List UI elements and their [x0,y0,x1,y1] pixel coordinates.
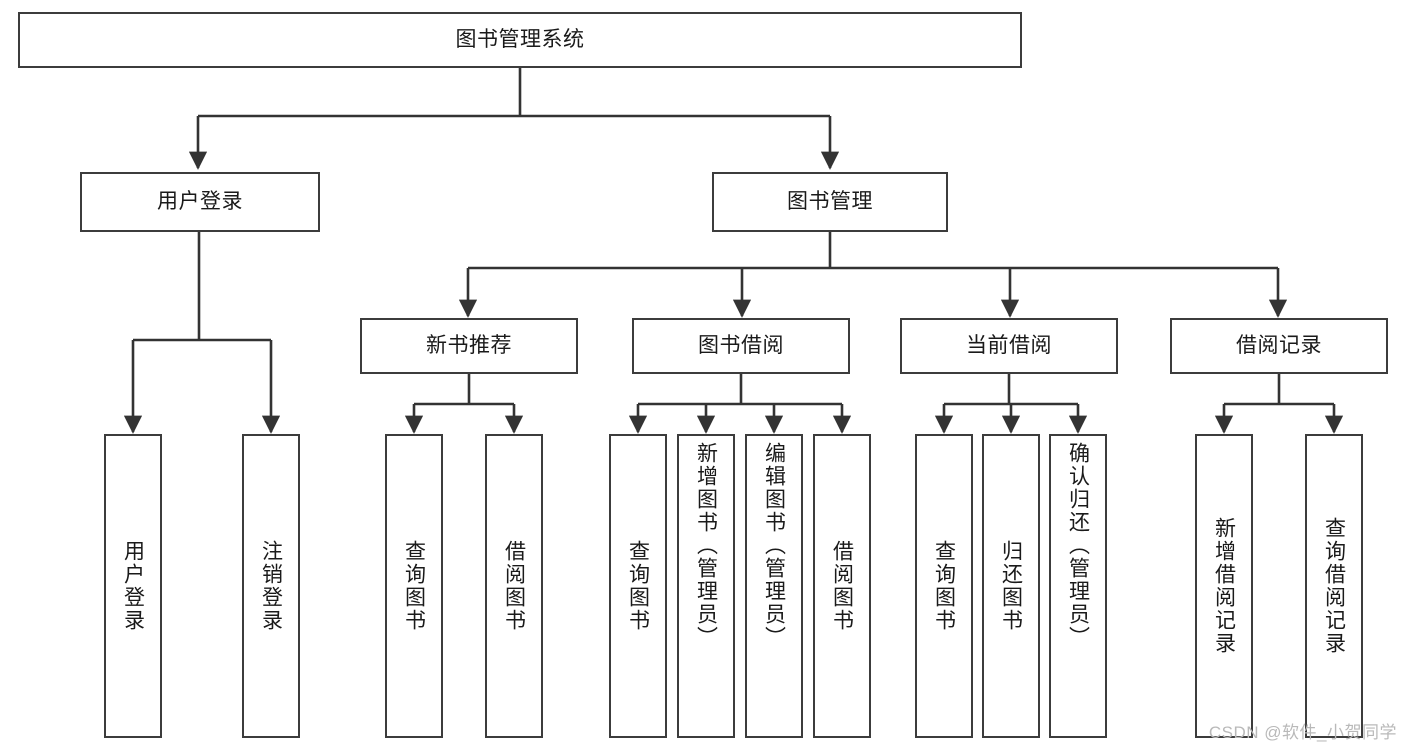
node-leaf-logout-label: 注销登录 [259,540,283,632]
node-leaf-query-book-2[interactable]: 查询图书 [609,434,667,738]
node-leaf-edit-book[interactable]: 编辑图书（管理员） [745,434,803,738]
node-leaf-query-book-1[interactable]: 查询图书 [385,434,443,738]
node-leaf-borrow-book-2[interactable]: 借阅图书 [813,434,871,738]
node-book-manage[interactable]: 图书管理 [712,172,948,232]
node-leaf-query-book-1-label: 查询图书 [402,540,426,632]
node-leaf-add-record[interactable]: 新增借阅记录 [1195,434,1253,738]
node-leaf-add-book[interactable]: 新增图书（管理员） [677,434,735,738]
node-root[interactable]: 图书管理系统 [18,12,1022,68]
node-borrow-record-label: 借阅记录 [1236,333,1322,357]
node-leaf-return-book[interactable]: 归还图书 [982,434,1040,738]
node-new-book-recommend-label: 新书推荐 [426,333,512,357]
node-leaf-logout[interactable]: 注销登录 [242,434,300,738]
node-borrow-record[interactable]: 借阅记录 [1170,318,1388,374]
node-leaf-query-book-2-label: 查询图书 [626,540,650,632]
node-user-login[interactable]: 用户登录 [80,172,320,232]
node-book-borrow[interactable]: 图书借阅 [632,318,850,374]
node-book-manage-label: 图书管理 [787,189,873,213]
node-book-borrow-label: 图书借阅 [698,333,784,357]
node-leaf-user-login[interactable]: 用户登录 [104,434,162,738]
node-root-label: 图书管理系统 [455,27,585,51]
node-leaf-add-book-label: 新增图书（管理员） [694,442,718,649]
node-leaf-return-book-label: 归还图书 [999,540,1023,632]
node-leaf-edit-book-label: 编辑图书（管理员） [762,442,786,649]
node-leaf-query-book-3-label: 查询图书 [932,540,956,632]
node-leaf-borrow-book-1[interactable]: 借阅图书 [485,434,543,738]
node-leaf-user-login-label: 用户登录 [121,540,145,632]
node-user-login-label: 用户登录 [157,189,243,213]
node-leaf-query-record-label: 查询借阅记录 [1322,517,1346,655]
node-new-book-recommend[interactable]: 新书推荐 [360,318,578,374]
node-current-borrow-label: 当前借阅 [966,333,1052,357]
node-leaf-add-record-label: 新增借阅记录 [1212,517,1236,655]
node-leaf-borrow-book-2-label: 借阅图书 [830,540,854,632]
watermark: CSDN @软件_小贺同学 [1208,723,1397,742]
node-current-borrow[interactable]: 当前借阅 [900,318,1118,374]
node-leaf-confirm-return[interactable]: 确认归还（管理员） [1049,434,1107,738]
node-leaf-borrow-book-1-label: 借阅图书 [502,540,526,632]
node-leaf-confirm-return-label: 确认归还（管理员） [1066,442,1090,649]
node-leaf-query-book-3[interactable]: 查询图书 [915,434,973,738]
node-leaf-query-record[interactable]: 查询借阅记录 [1305,434,1363,738]
